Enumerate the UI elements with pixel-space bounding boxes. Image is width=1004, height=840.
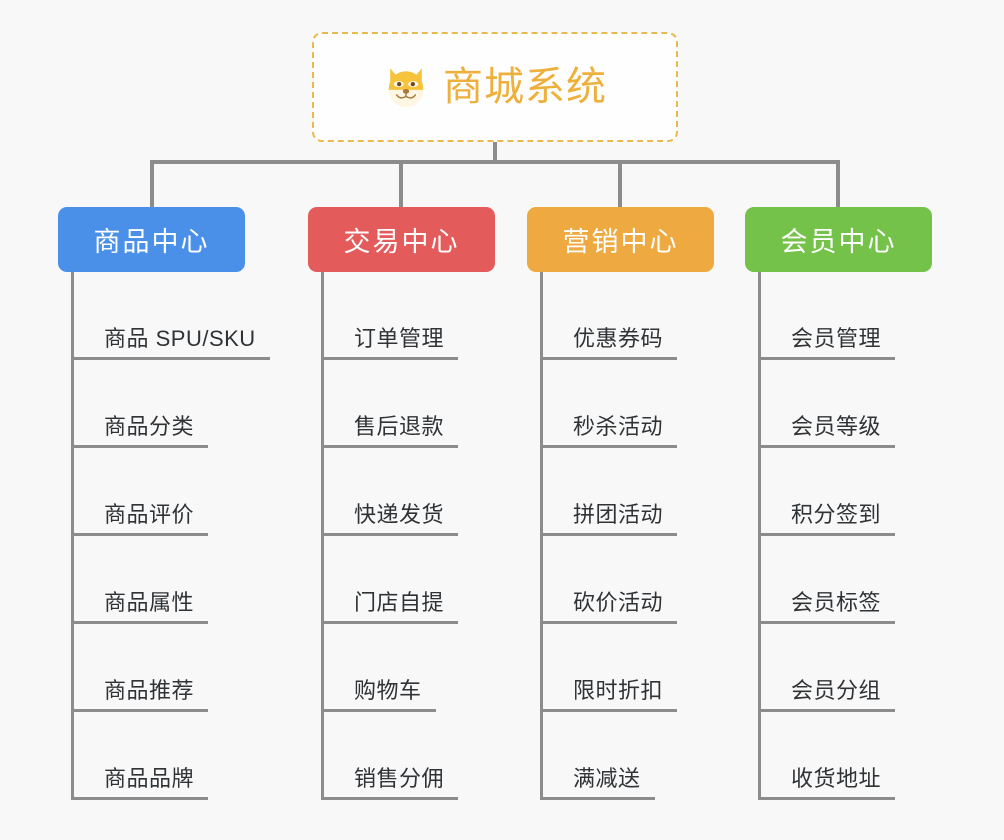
leaf-item-label: 拼团活动 [573, 502, 664, 527]
leaf-list-2: 订单管理售后退款快递发货门店自提购物车销售分佣 [321, 272, 495, 800]
leaf-item-underline [761, 797, 895, 800]
leaf-item-label: 秒杀活动 [573, 414, 664, 439]
leaf-item-underline [74, 709, 208, 712]
leaf-item[interactable]: 快递发货 [324, 448, 495, 536]
category-label-1: 商品中心 [93, 227, 210, 257]
leaf-item-label: 优惠券码 [573, 326, 664, 351]
leaf-item-label: 商品推荐 [104, 678, 195, 703]
leaf-item-label: 积分签到 [791, 502, 882, 527]
leaf-item-underline [761, 621, 895, 624]
leaf-item[interactable]: 商品属性 [74, 536, 245, 624]
root-label: 商城系统 [443, 65, 607, 109]
leaf-item-label: 砍价活动 [573, 590, 664, 615]
category-header-1[interactable]: 商品中心 [58, 207, 245, 272]
leaf-item-underline [543, 533, 677, 536]
category-column-1: 商品中心 商品 SPU/SKU 商品分类商品评价商品属性商品推荐商品品牌 [58, 207, 270, 800]
leaf-item-label: 订单管理 [354, 326, 445, 351]
leaf-item[interactable]: 会员分组 [761, 624, 932, 712]
leaf-item[interactable]: 限时折扣 [543, 624, 714, 712]
leaf-item-label: 会员标签 [791, 590, 882, 615]
leaf-item-underline [543, 709, 677, 712]
leaf-item-underline [74, 621, 208, 624]
leaf-item-label: 商品属性 [104, 590, 195, 615]
leaf-item-underline [74, 797, 208, 800]
leaf-item-label: 销售分佣 [354, 766, 445, 791]
leaf-list-3: 优惠券码秒杀活动拼团活动砍价活动限时折扣满减送 [540, 272, 714, 800]
leaf-item-label: 会员管理 [791, 326, 882, 351]
leaf-item-label: 收货地址 [791, 766, 882, 791]
leaf-item[interactable]: 商品 SPU/SKU [74, 272, 270, 360]
leaf-item-label: 商品分类 [104, 414, 195, 439]
leaf-item[interactable]: 积分签到 [761, 448, 932, 536]
leaf-item[interactable]: 销售分佣 [324, 712, 495, 800]
leaf-item-underline [543, 357, 677, 360]
leaf-item-label: 商品评价 [104, 502, 195, 527]
category-label-4: 会员中心 [780, 227, 897, 257]
leaf-item-label: 快递发货 [354, 502, 445, 527]
leaf-item[interactable]: 满减送 [543, 712, 714, 800]
leaf-item-underline [324, 797, 458, 800]
leaf-item-underline [761, 533, 895, 536]
leaf-item-label: 门店自提 [354, 590, 445, 615]
leaf-item[interactable]: 门店自提 [324, 536, 495, 624]
leaf-item-underline [761, 709, 895, 712]
leaf-item[interactable]: 会员标签 [761, 536, 932, 624]
connector-drop-4 [836, 160, 840, 208]
category-column-3: 营销中心 优惠券码秒杀活动拼团活动砍价活动限时折扣满减送 [527, 207, 714, 800]
leaf-item-underline [761, 357, 895, 360]
root-node[interactable]: 商城系统 [312, 32, 678, 142]
leaf-item[interactable]: 购物车 [324, 624, 495, 712]
leaf-item[interactable]: 商品推荐 [74, 624, 245, 712]
leaf-item-underline [324, 533, 458, 536]
category-header-2[interactable]: 交易中心 [308, 207, 495, 272]
leaf-item[interactable]: 订单管理 [324, 272, 495, 360]
leaf-item-underline [543, 621, 677, 624]
category-label-3: 营销中心 [562, 227, 679, 257]
leaf-item-label: 满减送 [573, 766, 641, 791]
leaf-item-label: 会员等级 [791, 414, 882, 439]
category-label-2: 交易中心 [343, 227, 460, 257]
leaf-item[interactable]: 收货地址 [761, 712, 932, 800]
category-header-3[interactable]: 营销中心 [527, 207, 714, 272]
leaf-item-underline [324, 709, 436, 712]
leaf-list-1: 商品 SPU/SKU 商品分类商品评价商品属性商品推荐商品品牌 [71, 272, 270, 800]
connector-bus [150, 160, 838, 164]
leaf-item[interactable]: 商品评价 [74, 448, 245, 536]
leaf-item-underline [74, 357, 270, 360]
leaf-item[interactable]: 优惠券码 [543, 272, 714, 360]
leaf-item[interactable]: 会员管理 [761, 272, 932, 360]
leaf-item-underline [74, 533, 208, 536]
leaf-item-label: 限时折扣 [573, 678, 664, 703]
leaf-item[interactable]: 商品品牌 [74, 712, 245, 800]
connector-drop-1 [150, 160, 154, 208]
leaf-item[interactable]: 秒杀活动 [543, 360, 714, 448]
leaf-item[interactable]: 会员等级 [761, 360, 932, 448]
leaf-item-underline [761, 445, 895, 448]
leaf-item-underline [74, 445, 208, 448]
leaf-item-label: 售后退款 [354, 414, 445, 439]
shiba-dog-face-icon [388, 68, 424, 108]
connector-drop-3 [618, 160, 622, 208]
leaf-item-underline [543, 797, 655, 800]
leaf-item[interactable]: 砍价活动 [543, 536, 714, 624]
leaf-item-underline [324, 621, 458, 624]
leaf-item-label: 商品 SPU/SKU [104, 326, 256, 351]
leaf-item-label: 会员分组 [791, 678, 882, 703]
leaf-item-underline [324, 357, 458, 360]
connector-root-stem [493, 142, 497, 164]
leaf-item[interactable]: 售后退款 [324, 360, 495, 448]
leaf-item-underline [324, 445, 458, 448]
leaf-list-4: 会员管理会员等级积分签到会员标签会员分组收货地址 [758, 272, 932, 800]
category-column-4: 会员中心 会员管理会员等级积分签到会员标签会员分组收货地址 [745, 207, 932, 800]
category-header-4[interactable]: 会员中心 [745, 207, 932, 272]
leaf-item[interactable]: 拼团活动 [543, 448, 714, 536]
leaf-item-underline [543, 445, 677, 448]
category-column-2: 交易中心 订单管理售后退款快递发货门店自提购物车销售分佣 [308, 207, 495, 800]
leaf-item[interactable]: 商品分类 [74, 360, 245, 448]
connector-drop-2 [399, 160, 403, 208]
leaf-item-label: 商品品牌 [104, 766, 195, 791]
leaf-item-label: 购物车 [354, 678, 422, 703]
